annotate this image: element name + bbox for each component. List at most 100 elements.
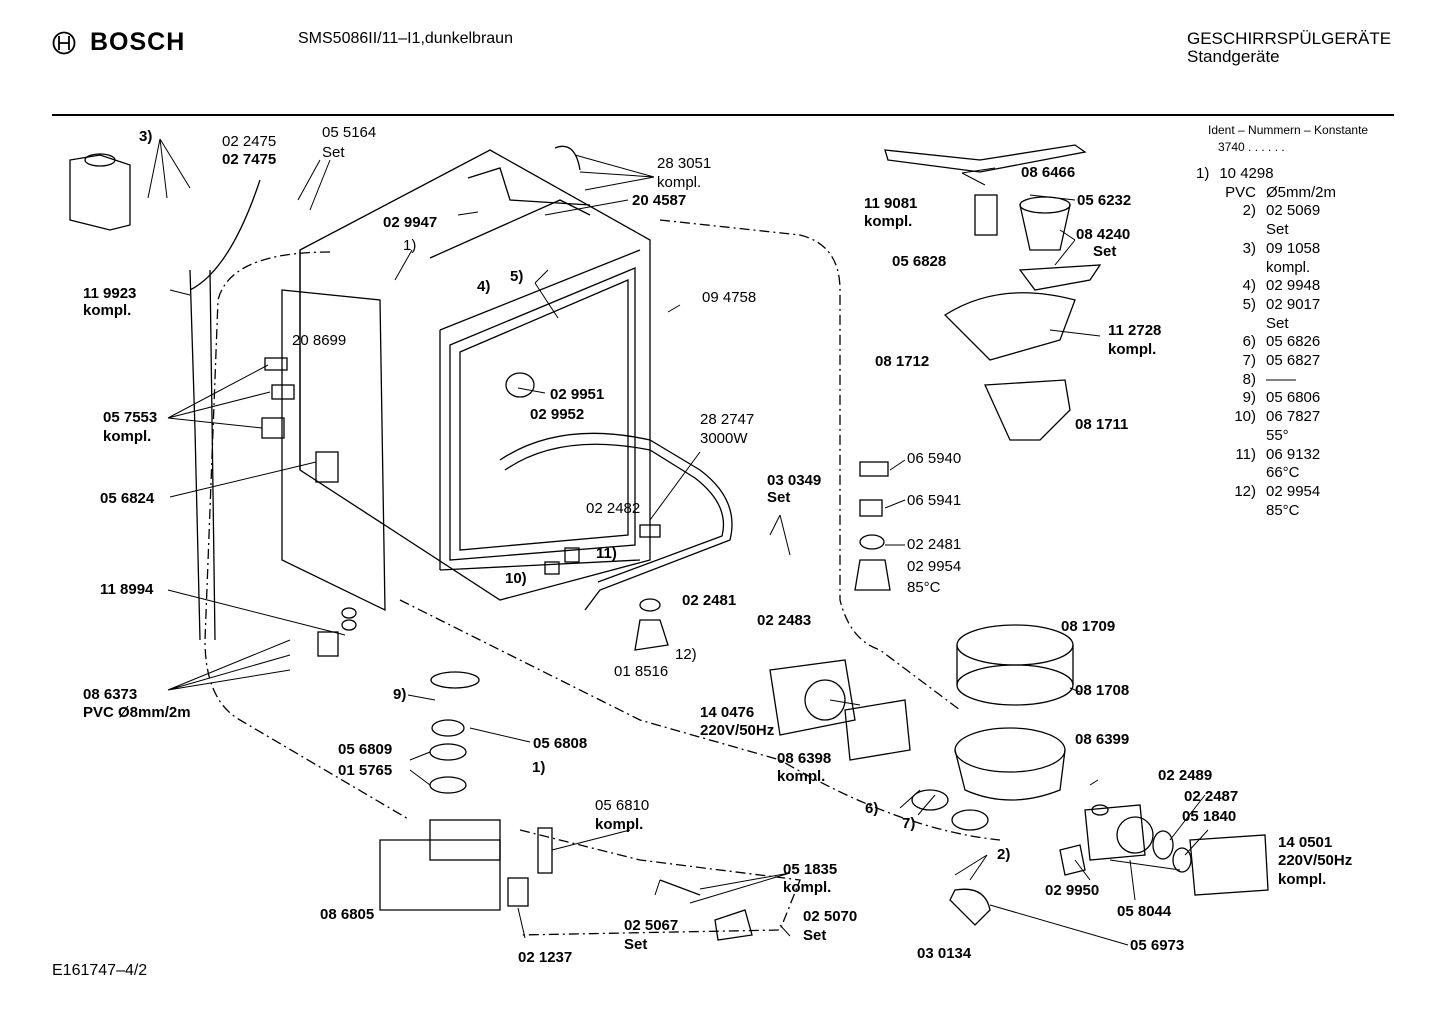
legend-key: 5) bbox=[1242, 295, 1256, 313]
legend-row: 5) 02 9017 bbox=[1196, 296, 1336, 315]
part-label: 11 8994 bbox=[100, 581, 154, 598]
legend-row: 11)06 9132 bbox=[1196, 446, 1336, 465]
legend-key: 6) bbox=[1242, 333, 1256, 351]
legend-value: 06 7827 bbox=[1266, 408, 1321, 426]
part-label: 20 8699 bbox=[292, 332, 347, 349]
part-label: 05 1835 bbox=[783, 861, 838, 878]
part-label: 02 9951 bbox=[550, 386, 605, 403]
part-label: 02 5070 bbox=[803, 908, 858, 925]
drawing-number: E161747–4/2 bbox=[52, 962, 148, 979]
part-label: 02 2475 bbox=[222, 133, 277, 150]
part-label: 05 6810 bbox=[595, 797, 650, 814]
part-label: 85°C bbox=[907, 579, 941, 596]
part-label: 08 6466 bbox=[1021, 164, 1076, 181]
part-label: 02 1237 bbox=[518, 949, 573, 966]
part-label: 02 9950 bbox=[1045, 882, 1100, 899]
part-label: 08 6805 bbox=[320, 906, 375, 923]
part-label: 02 2489 bbox=[1158, 767, 1213, 784]
part-label: Set bbox=[767, 489, 791, 506]
legend-value: 05 6827 bbox=[1266, 352, 1321, 370]
part-label: 02 2483 bbox=[757, 612, 812, 629]
legend-value: 02 5069 bbox=[1266, 202, 1321, 220]
part-label: 28 2747 bbox=[700, 411, 755, 428]
legend-row: 3) 09 1058 bbox=[1196, 240, 1336, 259]
part-label: 08 6373 bbox=[83, 686, 138, 703]
part-label: 09 4758 bbox=[702, 289, 757, 306]
legend-value: kompl. bbox=[1266, 258, 1311, 276]
part-label: 05 6809 bbox=[338, 741, 393, 758]
part-label: 11 9081 bbox=[864, 195, 918, 212]
part-label: kompl. bbox=[83, 302, 132, 319]
legend-row: 8) —— bbox=[1196, 371, 1336, 390]
part-label: 06 5940 bbox=[907, 450, 962, 467]
bosch-armature-icon bbox=[52, 31, 76, 54]
part-label: 02 7475 bbox=[222, 151, 277, 168]
part-label: 01 8516 bbox=[614, 663, 669, 680]
ident-value: 3740 . . . . . . bbox=[1218, 140, 1285, 154]
part-label: Set bbox=[1093, 243, 1117, 260]
part-label: kompl. bbox=[103, 428, 152, 445]
part-label: kompl. bbox=[1108, 341, 1157, 358]
legend-key: 3) bbox=[1242, 239, 1256, 257]
legend-row: 7) 05 6827 bbox=[1196, 352, 1336, 371]
part-label: 05 1840 bbox=[1182, 808, 1237, 825]
legend-row: kompl. bbox=[1196, 259, 1336, 278]
legend-value: Set bbox=[1266, 221, 1289, 239]
category-line-1: GESCHIRRSPÜLGERÄTE bbox=[1187, 29, 1392, 48]
part-label: 12) bbox=[675, 646, 697, 663]
part-label: 9) bbox=[393, 686, 407, 703]
legend-key: 4) bbox=[1242, 277, 1256, 295]
part-label: 220V/50Hz bbox=[700, 722, 775, 739]
part-label: 03 0349 bbox=[767, 472, 822, 489]
legend-value: Ø5mm/2m bbox=[1266, 183, 1337, 201]
part-label: kompl. bbox=[783, 879, 832, 896]
part-label: Set bbox=[803, 927, 827, 944]
part-label: 08 1712 bbox=[875, 353, 930, 370]
legend-value: —— bbox=[1266, 370, 1296, 388]
legend-row: 66°C bbox=[1196, 464, 1336, 483]
part-label: 28 3051 bbox=[657, 155, 712, 172]
part-label: 02 9954 bbox=[907, 558, 962, 575]
part-label: 20 4587 bbox=[632, 192, 687, 209]
part-label: 220V/50Hz bbox=[1278, 852, 1353, 869]
part-label: 02 2481 bbox=[907, 536, 962, 553]
ident-title: Ident – Nummern – Konstante bbox=[1208, 123, 1369, 137]
part-label: kompl. bbox=[777, 768, 826, 785]
legend-value: 55° bbox=[1266, 426, 1289, 444]
legend-key: 9) bbox=[1242, 389, 1256, 407]
part-label: 10) bbox=[505, 570, 527, 587]
legend-value: 85°C bbox=[1266, 501, 1300, 519]
part-label: kompl. bbox=[595, 816, 644, 833]
legend-key: 7) bbox=[1242, 352, 1256, 370]
part-label: 05 6828 bbox=[892, 253, 947, 270]
part-label: 11 9923 bbox=[83, 285, 137, 302]
legend-row: 55° bbox=[1196, 427, 1336, 446]
part-label: 05 6824 bbox=[100, 490, 155, 507]
part-label: 08 1708 bbox=[1075, 682, 1130, 699]
legend-row: 12)02 9954 bbox=[1196, 483, 1336, 502]
legend-value: 02 9017 bbox=[1266, 295, 1321, 313]
legend-row: 1)10 4298 bbox=[1196, 165, 1336, 184]
part-label: 3000W bbox=[700, 430, 748, 447]
legend-row: 6) 05 6826 bbox=[1196, 333, 1336, 352]
legend-key: 8) bbox=[1242, 370, 1256, 388]
part-label: 01 5765 bbox=[338, 762, 393, 779]
legend-key bbox=[1196, 259, 1266, 278]
part-label: 2) bbox=[997, 846, 1011, 863]
legend-row: 85°C bbox=[1196, 502, 1336, 521]
part-label: kompl. bbox=[1278, 871, 1327, 888]
part-label: 5) bbox=[510, 268, 524, 285]
legend-value: 05 6826 bbox=[1266, 333, 1321, 351]
part-label: 06 5941 bbox=[907, 492, 962, 509]
legend-value: 09 1058 bbox=[1266, 239, 1321, 257]
legend-key: 12) bbox=[1234, 482, 1256, 500]
legend-row: 10)06 7827 bbox=[1196, 408, 1336, 427]
legend-row: 9)05 6806 bbox=[1196, 389, 1336, 408]
legend-key: 2) bbox=[1242, 202, 1256, 220]
part-label: 05 6973 bbox=[1130, 937, 1185, 954]
part-label: 1) bbox=[532, 759, 546, 776]
part-label: 08 1709 bbox=[1061, 618, 1116, 635]
legend-value: 66°C bbox=[1266, 464, 1300, 482]
part-label: Set bbox=[624, 936, 648, 953]
